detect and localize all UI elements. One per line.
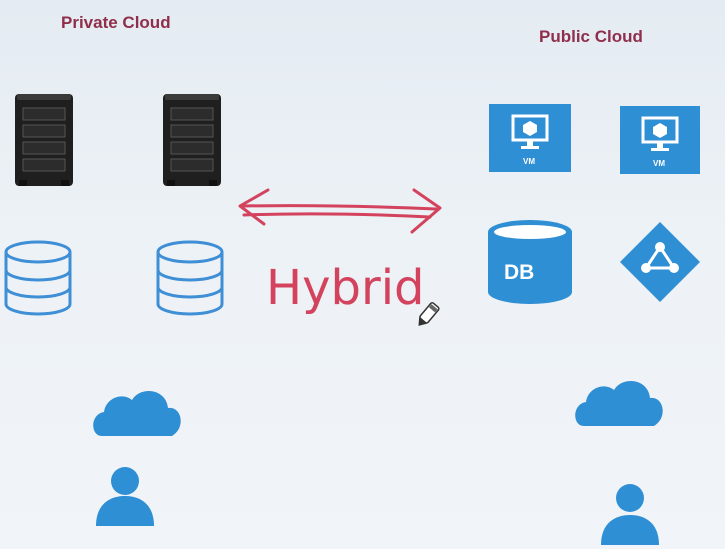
server-rack-icon (15, 94, 73, 186)
user-icon (96, 467, 154, 526)
virtual-machine-icon: VM (489, 104, 571, 172)
stylus-pen-icon (418, 302, 440, 326)
virtual-machine-icon: VM (620, 106, 700, 174)
db-label: DB (504, 261, 534, 284)
hybrid-label: Hybrid (266, 260, 425, 316)
public-cloud-title: Public Cloud (539, 27, 643, 46)
user-icon (601, 484, 659, 545)
database-icon: DB (488, 220, 572, 304)
vm-label: VM (523, 157, 535, 166)
private-cloud-title: Private Cloud (61, 13, 171, 32)
cloud-icon (575, 380, 663, 426)
database-icon (4, 240, 72, 316)
server-rack-icon (163, 94, 221, 186)
network-diamond-icon (620, 222, 700, 302)
double-arrow-icon (238, 188, 442, 234)
cloud-icon (93, 390, 181, 436)
vm-label: VM (653, 159, 665, 168)
database-icon (156, 240, 224, 316)
